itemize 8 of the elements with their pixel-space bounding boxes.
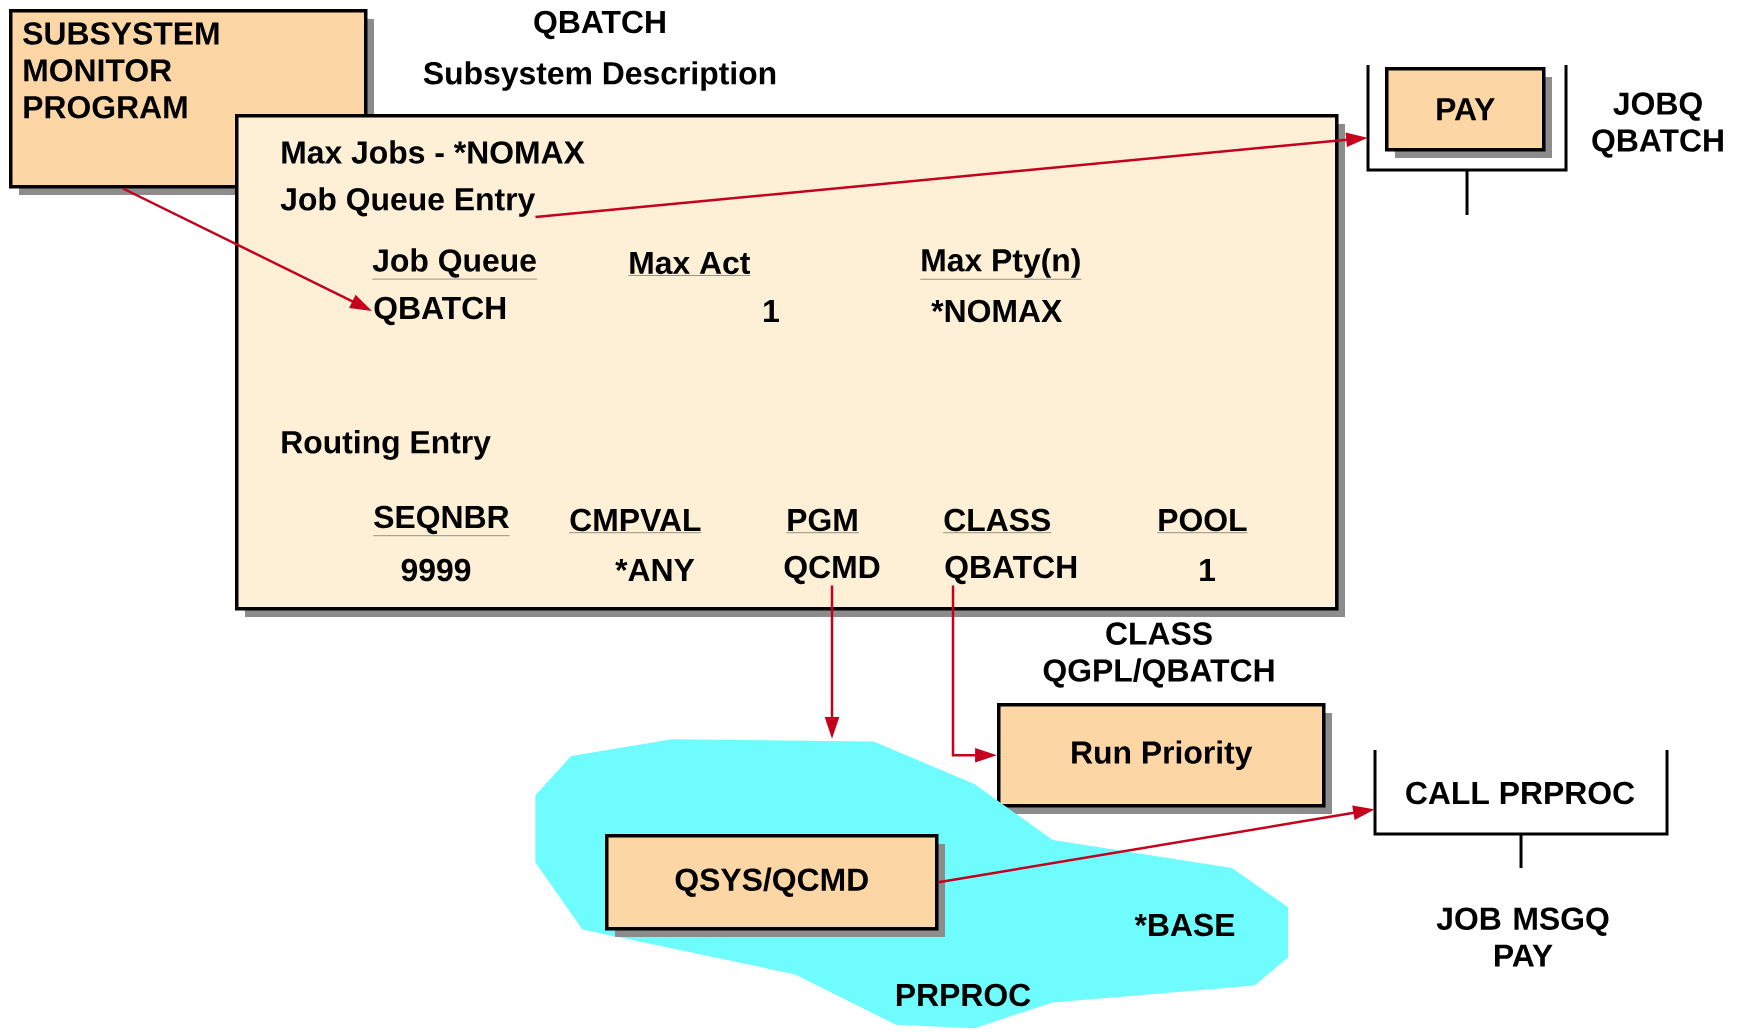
program-box: QSYS/QCMD	[605, 834, 945, 937]
queue-entry-box: PAY	[1385, 67, 1552, 158]
process-box: Run Priority	[997, 703, 1332, 814]
heading: Subsystem Description	[423, 61, 776, 91]
heading: QBATCH	[534, 10, 665, 40]
heading: CLASS QGPL/QBATCH	[1043, 622, 1274, 688]
program-label: PRPROC	[896, 983, 1031, 1007]
pool-label: *BASE	[1134, 913, 1235, 937]
